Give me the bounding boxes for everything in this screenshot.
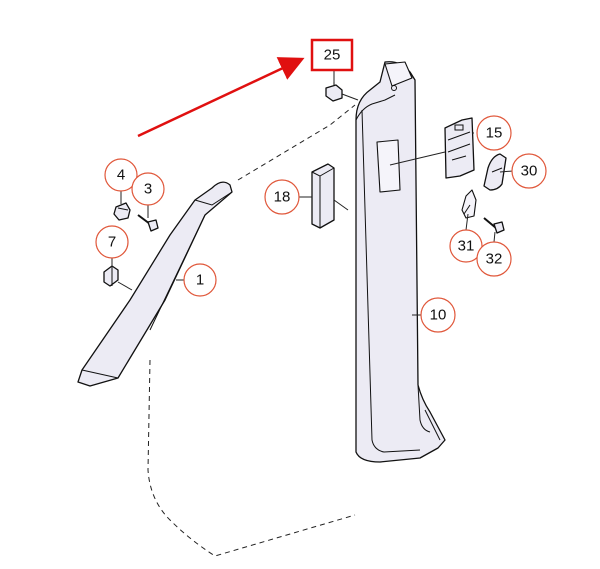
callout-25: 25 (310, 38, 354, 72)
svg-text:32: 32 (486, 251, 503, 268)
clip-7 (103, 265, 119, 287)
screw-3 (137, 214, 159, 232)
svg-text:10: 10 (430, 307, 447, 324)
callout-7: 7 (95, 225, 129, 259)
svg-text:25: 25 (324, 47, 341, 64)
callout-15: 15 (476, 115, 512, 151)
svg-text:31: 31 (458, 238, 475, 255)
bracket-15 (444, 117, 475, 179)
bracket-31 (461, 189, 477, 219)
pillar-trim-1 (77, 181, 233, 387)
clip-25 (325, 75, 359, 102)
callout-32: 32 (476, 241, 512, 277)
svg-text:15: 15 (486, 125, 503, 142)
callout-4: 4 (104, 158, 138, 192)
highlight-arrow (137, 57, 305, 138)
callout-3: 3 (131, 172, 165, 206)
svg-text:4: 4 (117, 167, 125, 184)
svg-text:1: 1 (196, 272, 204, 289)
callout-10: 10 (420, 297, 456, 333)
svg-text:7: 7 (108, 234, 116, 251)
callout-1: 1 (183, 263, 217, 297)
clip-nut-4 (113, 202, 131, 221)
svg-text:18: 18 (274, 189, 291, 206)
pillar-trim-10 (355, 61, 446, 463)
leader-lines (111, 68, 514, 316)
body-outline-dashed (147, 104, 356, 557)
svg-text:30: 30 (521, 163, 538, 180)
svg-text:3: 3 (144, 181, 152, 198)
callout-30: 30 (511, 153, 547, 189)
callout-31: 31 (449, 229, 483, 263)
block-18 (311, 163, 335, 229)
screw-32 (483, 217, 505, 234)
cover-30 (483, 153, 507, 191)
callout-18: 18 (264, 179, 300, 215)
